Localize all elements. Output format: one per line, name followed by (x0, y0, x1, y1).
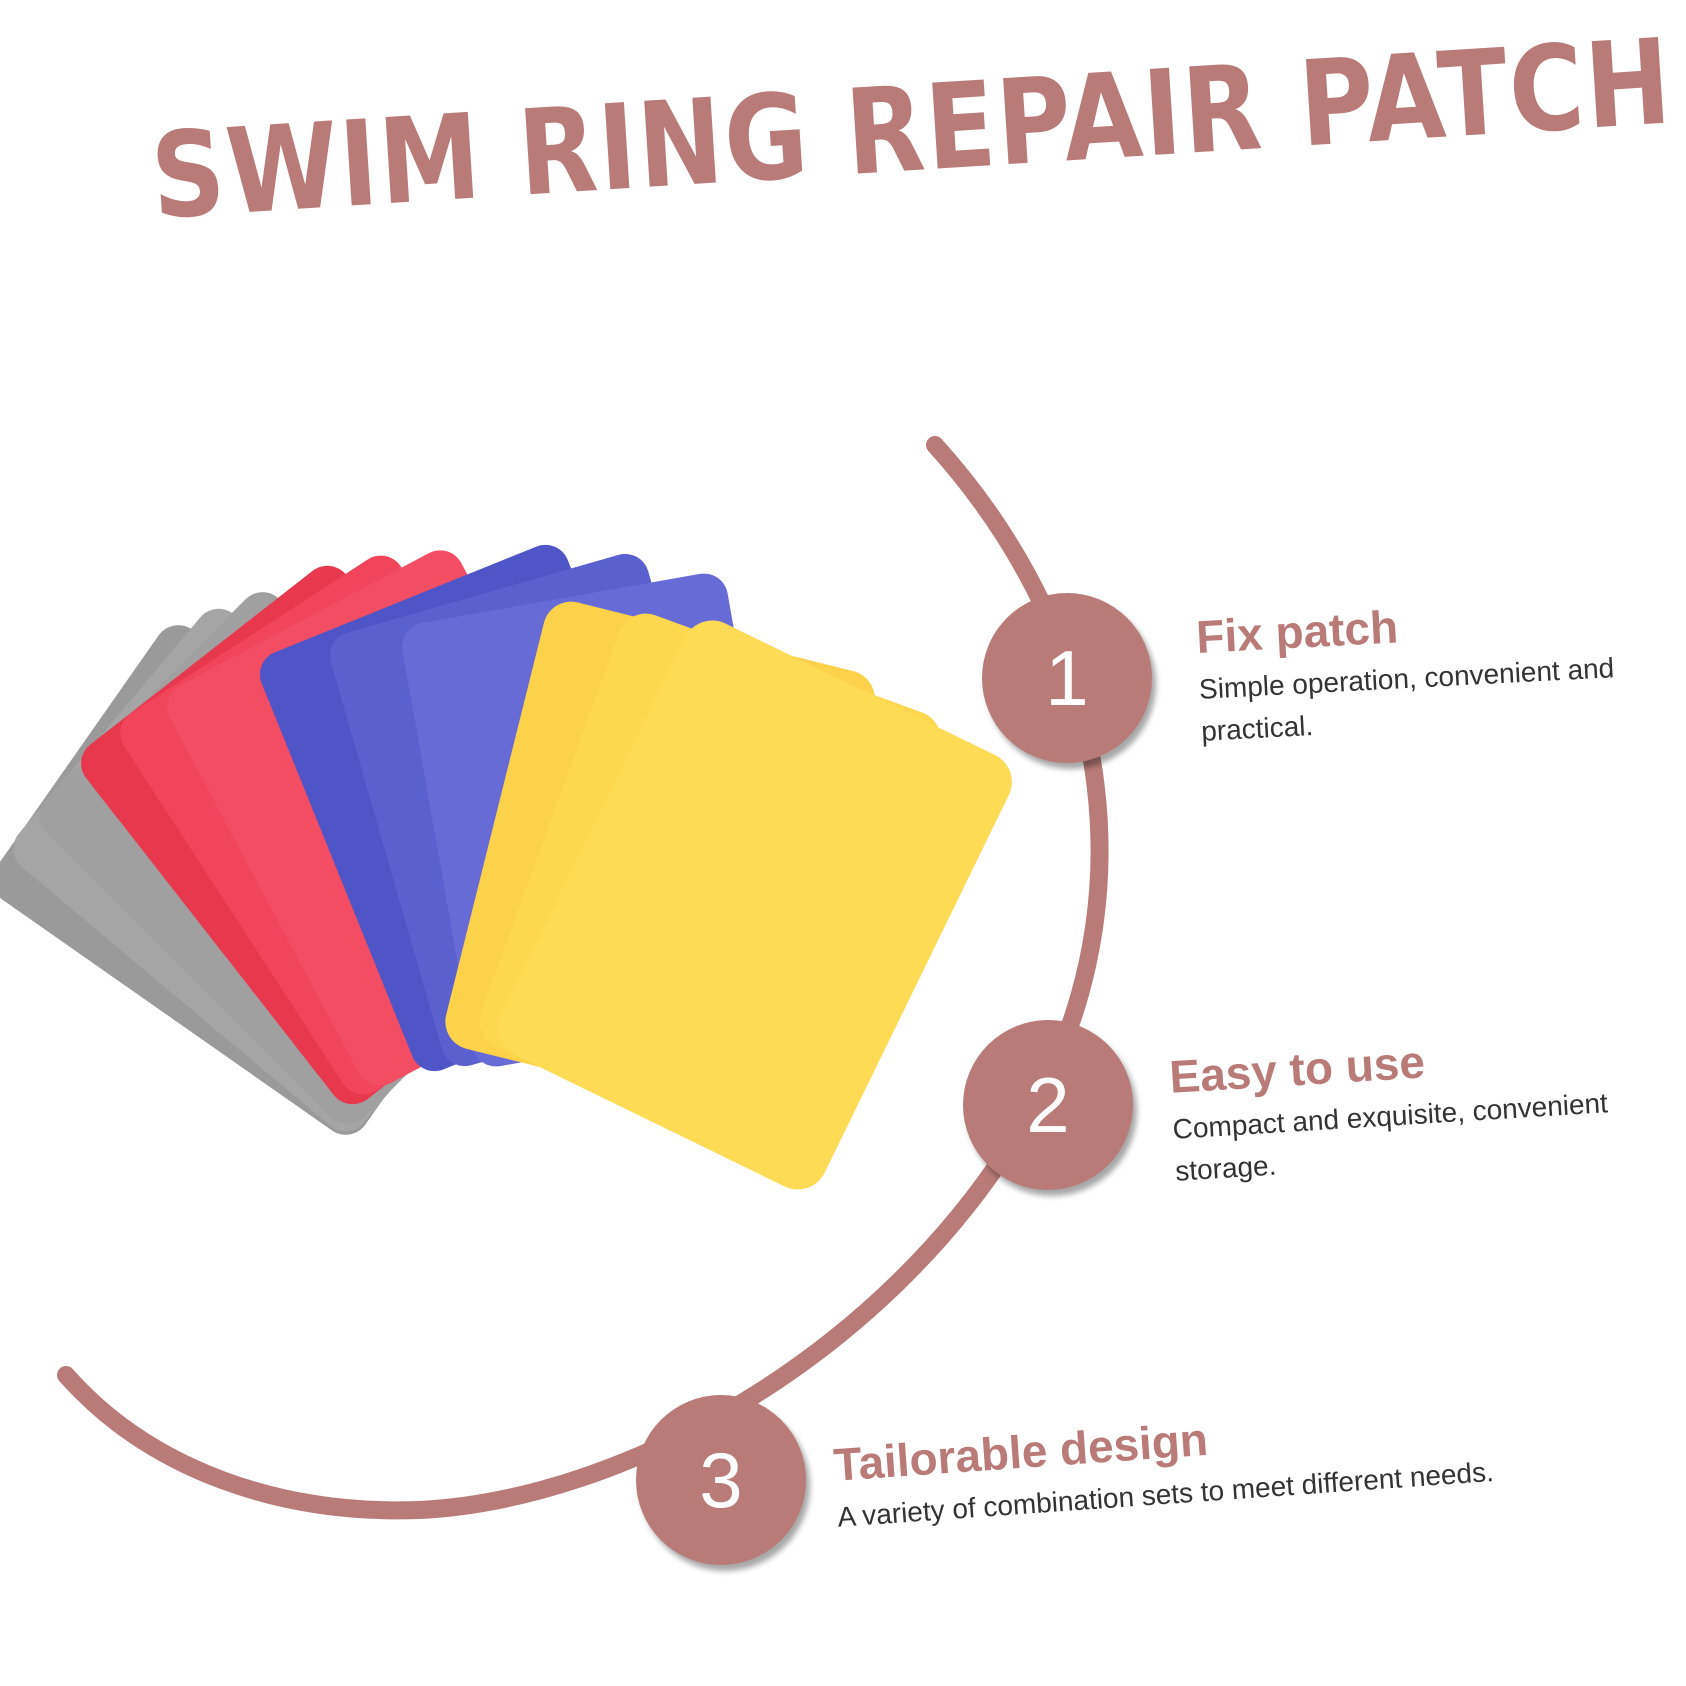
patch-yellow-3 (498, 620, 1012, 1190)
step-1-badge: 1 (982, 593, 1152, 763)
feature-1: Fix patch Simple operation, convenient a… (1195, 590, 1622, 752)
step-2-badge: 2 (963, 1020, 1133, 1190)
patch-fan (0, 544, 1012, 1190)
step-3-badge: 3 (636, 1395, 806, 1565)
feature-2: Easy to use Compact and exquisite, conve… (1168, 1022, 1666, 1192)
